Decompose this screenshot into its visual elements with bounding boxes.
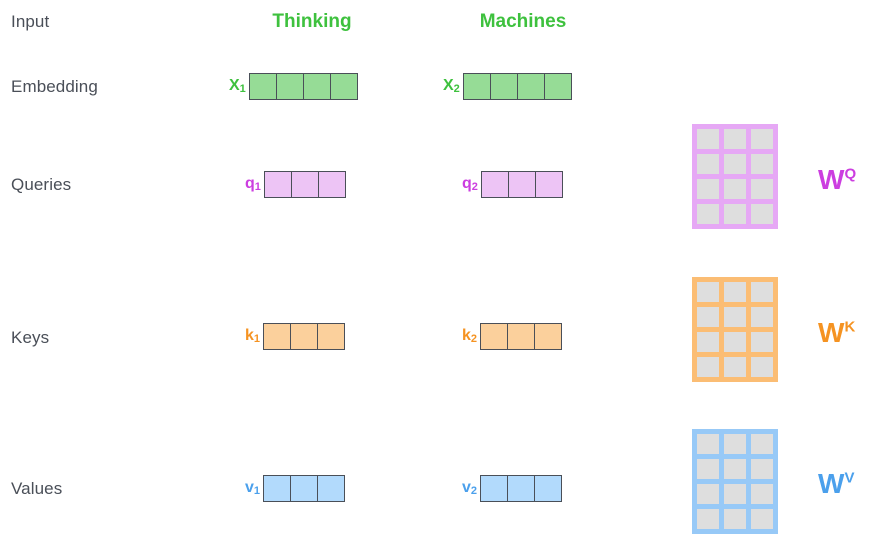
vector-cells-k2 bbox=[480, 322, 563, 350]
matrix-cell bbox=[724, 357, 746, 377]
matrix-cell bbox=[697, 332, 719, 352]
matrix-cell bbox=[724, 307, 746, 327]
matrix-cell bbox=[751, 129, 773, 149]
matrix-cell bbox=[724, 459, 746, 479]
weight-matrix-wq bbox=[692, 124, 778, 229]
vector-label-v2: v2 bbox=[462, 479, 478, 497]
matrix-cell bbox=[751, 434, 773, 454]
vector-cell bbox=[535, 323, 562, 349]
matrix-cell bbox=[751, 204, 773, 224]
weight-matrix-wk bbox=[692, 277, 778, 382]
vector-cell bbox=[481, 323, 509, 349]
matrix-cell bbox=[697, 129, 719, 149]
vector-label-q2: q2 bbox=[462, 175, 478, 193]
vector-cell bbox=[318, 171, 345, 197]
queries-vector-q2: q2 bbox=[462, 169, 563, 199]
vector-label-v1: v1 bbox=[245, 479, 261, 497]
matrix-cell bbox=[751, 282, 773, 302]
matrix-cell bbox=[697, 154, 719, 174]
row-label-embedding: Embedding bbox=[11, 77, 98, 96]
vector-cells-q2 bbox=[480, 170, 563, 198]
matrix-cell bbox=[697, 307, 719, 327]
vector-cells-v1 bbox=[263, 474, 346, 502]
matrix-cell bbox=[724, 332, 746, 352]
matrix-cell bbox=[697, 484, 719, 504]
vector-cell bbox=[535, 171, 562, 197]
vector-cell bbox=[303, 73, 331, 99]
matrix-cell bbox=[724, 434, 746, 454]
matrix-cell bbox=[751, 509, 773, 529]
matrix-cell bbox=[724, 204, 746, 224]
matrix-cell bbox=[697, 357, 719, 377]
vector-label-q1: q1 bbox=[245, 175, 261, 193]
vector-cell bbox=[249, 73, 277, 99]
matrix-cell bbox=[697, 459, 719, 479]
matrix-cell bbox=[751, 332, 773, 352]
matrix-cell bbox=[724, 129, 746, 149]
weight-matrix-label-wv: WV bbox=[818, 468, 855, 499]
vector-cell bbox=[264, 171, 292, 197]
keys-vector-k1: k1 bbox=[245, 321, 346, 351]
matrix-cell bbox=[724, 509, 746, 529]
vector-cells-k1 bbox=[263, 322, 346, 350]
vector-cell bbox=[264, 323, 292, 349]
vector-label-k2: k2 bbox=[462, 327, 478, 345]
matrix-cell bbox=[697, 282, 719, 302]
vector-cell bbox=[535, 475, 562, 501]
vector-cell bbox=[264, 475, 292, 501]
vector-label-x2: X2 bbox=[443, 77, 460, 95]
matrix-cell bbox=[751, 179, 773, 199]
queries-vector-q1: q1 bbox=[245, 169, 346, 199]
vector-cells-x2 bbox=[462, 72, 572, 100]
matrix-cell bbox=[751, 307, 773, 327]
vector-cell bbox=[544, 73, 571, 99]
vector-cells-x1 bbox=[248, 72, 358, 100]
weight-matrix-wv bbox=[692, 429, 778, 534]
vector-cells-q1 bbox=[263, 170, 346, 198]
values-vector-v2: v2 bbox=[462, 473, 563, 503]
vector-cell bbox=[330, 73, 357, 99]
vector-cell bbox=[291, 171, 319, 197]
matrix-cell bbox=[697, 509, 719, 529]
vector-cell bbox=[318, 475, 345, 501]
keys-vector-k2: k2 bbox=[462, 321, 563, 351]
vector-cell bbox=[291, 323, 319, 349]
vector-cell bbox=[517, 73, 545, 99]
embedding-vector-x1: X1 bbox=[229, 71, 358, 101]
vector-cell bbox=[490, 73, 518, 99]
matrix-cell bbox=[751, 459, 773, 479]
matrix-cell bbox=[751, 484, 773, 504]
vector-label-x1: X1 bbox=[229, 77, 246, 95]
vector-cell bbox=[481, 171, 509, 197]
vector-cell bbox=[276, 73, 304, 99]
row-label-input: Input bbox=[11, 12, 50, 31]
matrix-cell bbox=[724, 484, 746, 504]
vector-cell bbox=[508, 171, 536, 197]
matrix-cell bbox=[697, 179, 719, 199]
vector-cell bbox=[463, 73, 491, 99]
matrix-cell bbox=[697, 204, 719, 224]
matrix-cell bbox=[697, 434, 719, 454]
vector-cell bbox=[508, 323, 536, 349]
matrix-cell bbox=[724, 282, 746, 302]
matrix-cell bbox=[751, 154, 773, 174]
row-label-queries: Queries bbox=[11, 175, 72, 194]
vector-cell bbox=[508, 475, 536, 501]
vector-cell bbox=[318, 323, 345, 349]
weight-matrix-label-wk: WK bbox=[818, 317, 856, 348]
matrix-cell bbox=[751, 357, 773, 377]
values-vector-v1: v1 bbox=[245, 473, 346, 503]
vector-cell bbox=[481, 475, 509, 501]
matrix-cell bbox=[724, 154, 746, 174]
vector-cells-v2 bbox=[480, 474, 563, 502]
matrix-cell bbox=[724, 179, 746, 199]
vector-label-k1: k1 bbox=[245, 327, 261, 345]
row-label-values: Values bbox=[11, 479, 63, 498]
row-label-keys: Keys bbox=[11, 328, 50, 347]
column-header-thinking: Thinking bbox=[272, 11, 352, 32]
vector-cell bbox=[291, 475, 319, 501]
weight-matrix-label-wq: WQ bbox=[818, 164, 857, 195]
embedding-vector-x2: X2 bbox=[443, 71, 572, 101]
column-header-machines: Machines bbox=[479, 11, 567, 32]
